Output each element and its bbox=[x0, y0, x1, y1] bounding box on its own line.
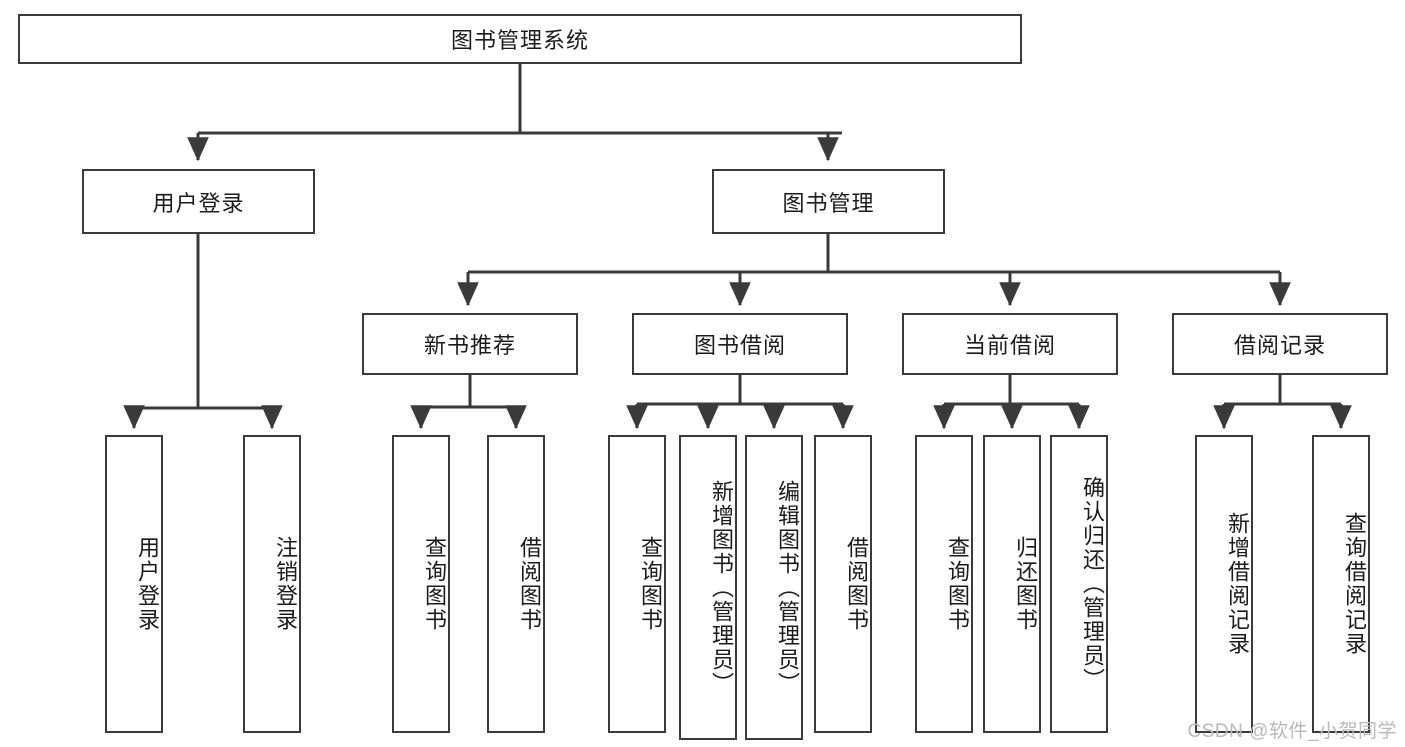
watermark: CSDN @软件_小贺同学 bbox=[1187, 721, 1397, 742]
node-book-management[interactable]: 图书管理 bbox=[712, 169, 945, 234]
leaf-borrow-book-new-label: 借阅图书 bbox=[517, 536, 542, 632]
leaf-query-book-new-label: 查询图书 bbox=[422, 536, 447, 632]
leaf-logout-login-label: 注销登录 bbox=[273, 536, 298, 632]
leaf-query-book-borrow-label: 查询图书 bbox=[638, 536, 663, 632]
node-book-borrow[interactable]: 图书借阅 bbox=[632, 313, 848, 375]
leaf-user-login-label: 用户登录 bbox=[135, 536, 160, 632]
node-book-borrow-label: 图书借阅 bbox=[693, 333, 786, 358]
leaf-borrow-book-label: 借阅图书 bbox=[844, 536, 869, 632]
node-new-book-recommend-label: 新书推荐 bbox=[423, 333, 516, 358]
leaf-query-book-new[interactable]: 查询图书 bbox=[392, 435, 450, 733]
leaf-add-book-admin-label: 新增图书（管理员） bbox=[709, 479, 734, 696]
leaf-edit-book-admin[interactable]: 编辑图书（管理员） bbox=[745, 435, 803, 740]
node-current-borrow[interactable]: 当前借阅 bbox=[902, 313, 1118, 375]
leaf-add-borrow-record-label: 新增借阅记录 bbox=[1225, 512, 1250, 656]
node-root[interactable]: 图书管理系统 bbox=[18, 14, 1022, 64]
leaf-query-book-borrow[interactable]: 查询图书 bbox=[608, 435, 666, 733]
leaf-return-book-label: 归还图书 bbox=[1013, 536, 1038, 632]
leaf-query-borrow-record-label: 查询借阅记录 bbox=[1342, 512, 1367, 656]
node-borrow-record[interactable]: 借阅记录 bbox=[1172, 313, 1388, 375]
leaf-query-book-current-label: 查询图书 bbox=[945, 536, 970, 632]
leaf-query-borrow-record[interactable]: 查询借阅记录 bbox=[1312, 435, 1370, 733]
node-user-login[interactable]: 用户登录 bbox=[82, 169, 315, 234]
node-borrow-record-label: 借阅记录 bbox=[1233, 333, 1326, 358]
leaf-add-book-admin[interactable]: 新增图书（管理员） bbox=[679, 435, 737, 740]
node-root-label: 图书管理系统 bbox=[450, 28, 589, 53]
leaf-return-book[interactable]: 归还图书 bbox=[983, 435, 1041, 733]
leaf-borrow-book-new[interactable]: 借阅图书 bbox=[487, 435, 545, 733]
leaf-user-login[interactable]: 用户登录 bbox=[105, 435, 163, 733]
leaf-logout-login[interactable]: 注销登录 bbox=[243, 435, 301, 733]
node-current-borrow-label: 当前借阅 bbox=[963, 333, 1056, 358]
node-new-book-recommend[interactable]: 新书推荐 bbox=[362, 313, 578, 375]
leaf-confirm-return-admin[interactable]: 确认归还（管理员） bbox=[1050, 435, 1108, 733]
node-user-login-label: 用户登录 bbox=[152, 190, 245, 216]
leaf-edit-book-admin-label: 编辑图书（管理员） bbox=[775, 479, 800, 696]
leaf-add-borrow-record[interactable]: 新增借阅记录 bbox=[1195, 435, 1253, 733]
leaf-query-book-current[interactable]: 查询图书 bbox=[915, 435, 973, 733]
leaf-borrow-book[interactable]: 借阅图书 bbox=[814, 435, 872, 733]
leaf-confirm-return-admin-label: 确认归还（管理员） bbox=[1080, 476, 1105, 692]
node-book-management-label: 图书管理 bbox=[782, 190, 875, 216]
